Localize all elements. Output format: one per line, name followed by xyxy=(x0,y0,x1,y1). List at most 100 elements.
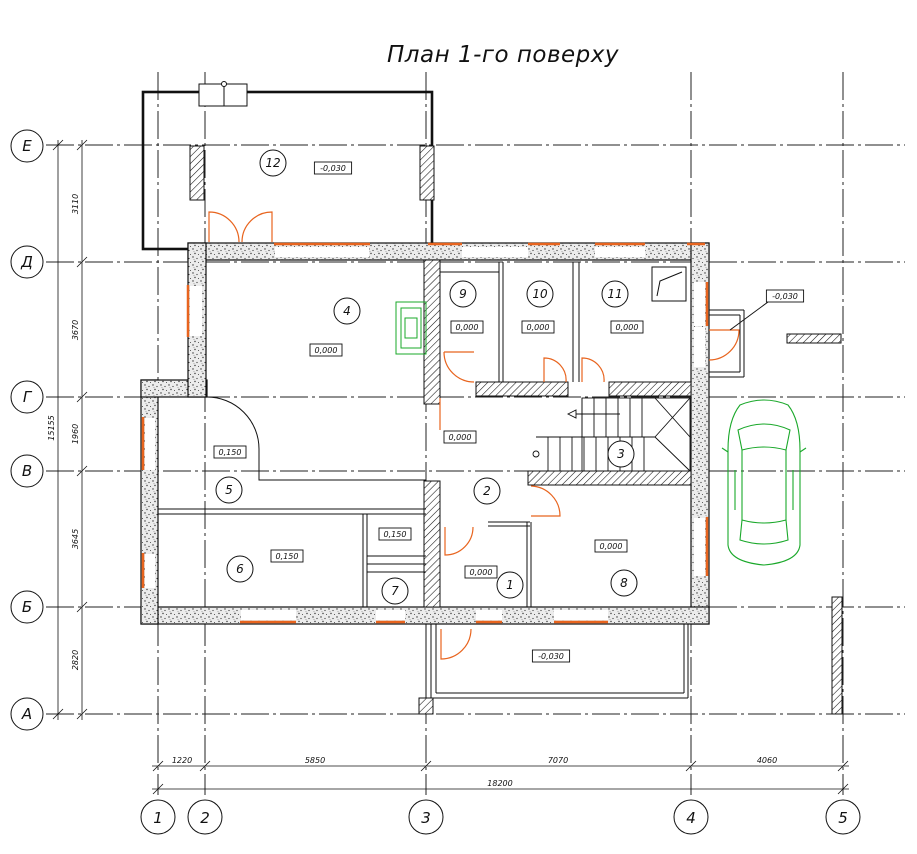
dim-d-g: 3670 xyxy=(71,320,80,340)
room-level-10: 0,000 xyxy=(521,320,555,334)
dim-1-2: 1220 xyxy=(172,756,192,765)
doors xyxy=(439,329,740,660)
axis-bubble-d: Д xyxy=(10,245,44,279)
axis-bubble-4: 4 xyxy=(673,799,709,835)
plan-title: План 1-го поверху xyxy=(387,42,619,68)
level-entrance-right: -0,030 xyxy=(765,289,805,303)
room-10: 10 0,000 xyxy=(521,280,555,334)
room-4: 4 0,000 xyxy=(309,297,361,357)
axis-bubble-a: А xyxy=(10,697,44,731)
garage-canopy xyxy=(141,81,435,251)
outer-walls xyxy=(140,242,710,625)
dim-2-3: 5850 xyxy=(305,756,325,765)
room-number: 9 xyxy=(459,287,467,301)
room-number: 4 xyxy=(343,304,351,318)
porch-bottom xyxy=(418,596,843,715)
svg-text:-0,030: -0,030 xyxy=(320,164,346,173)
svg-text:0,000: 0,000 xyxy=(449,433,472,442)
room-9: 9 0,000 xyxy=(449,280,484,334)
room-5: 5 0,150 xyxy=(213,445,247,504)
axis-bubble-v: В xyxy=(10,454,44,488)
room-6: 6 0,150 xyxy=(226,549,304,583)
room-level-8: 0,000 xyxy=(594,539,628,553)
room-level-12: -0,030 xyxy=(313,161,353,175)
axis-bubble-3: 3 xyxy=(408,799,444,835)
room-number: 7 xyxy=(391,584,399,598)
svg-text:0,000: 0,000 xyxy=(315,346,338,355)
porch-right xyxy=(709,301,842,378)
dim-horizontal-total: 18200 xyxy=(487,779,512,788)
room-12: 12 -0,030 xyxy=(259,149,353,177)
dim-v-b: 3645 xyxy=(71,529,80,549)
room-labels: 1 0,000 2 0,000 3 4 0,000 5 0,150 6 0,150 7 0,150 8 0,… xyxy=(213,149,805,663)
room-3: 3 xyxy=(607,440,635,468)
room-number: 3 xyxy=(617,447,625,461)
svg-text:0,000: 0,000 xyxy=(470,568,493,577)
svg-text:В: В xyxy=(22,462,32,480)
room-number: 12 xyxy=(265,156,280,170)
room-number: 8 xyxy=(620,576,628,590)
svg-text:1: 1 xyxy=(153,809,163,827)
room-level-2: 0,000 xyxy=(443,430,477,444)
svg-text:0,000: 0,000 xyxy=(616,323,639,332)
dim-e-d: 3110 xyxy=(71,194,80,214)
room-11: 11 0,000 xyxy=(601,280,644,334)
vertical-dimensions: 3110 3670 1960 3645 2820 15155 xyxy=(47,139,88,720)
dim-3-4: 7070 xyxy=(548,756,568,765)
dim-b-a: 2820 xyxy=(71,650,80,670)
svg-text:Г: Г xyxy=(23,388,33,406)
room-level-7: 0,150 xyxy=(378,527,412,541)
svg-text:0,000: 0,000 xyxy=(456,323,479,332)
axis-bubble-5: 5 xyxy=(825,799,861,835)
number-axis-bubbles: 1 2 3 4 5 xyxy=(140,799,861,835)
svg-text:-0,030: -0,030 xyxy=(538,652,564,661)
svg-text:4: 4 xyxy=(686,809,696,827)
room-7: 7 0,150 xyxy=(378,527,412,605)
svg-text:5: 5 xyxy=(838,809,848,827)
staircase xyxy=(532,397,691,472)
axis-bubble-b: Б xyxy=(10,590,44,624)
room-level-5: 0,150 xyxy=(213,445,247,459)
axis-bubble-2: 2 xyxy=(187,799,223,835)
svg-text:0,000: 0,000 xyxy=(527,323,550,332)
svg-text:0,150: 0,150 xyxy=(276,552,299,561)
svg-text:2: 2 xyxy=(200,809,210,827)
dim-4-5: 4060 xyxy=(757,756,777,765)
svg-text:Д: Д xyxy=(20,253,33,271)
room-number: 6 xyxy=(236,562,244,576)
axis-bubble-e: Е xyxy=(10,129,44,163)
room-level-11: 0,000 xyxy=(610,320,644,334)
axis-bubble-1: 1 xyxy=(140,799,176,835)
room-level-1: 0,000 xyxy=(464,565,498,579)
room-number: 2 xyxy=(483,484,491,498)
level-entrance-bottom: -0,030 xyxy=(531,649,571,663)
dim-vertical-total: 15155 xyxy=(47,415,56,440)
letter-axis-bubbles: Е Д Г В Б А xyxy=(10,129,44,731)
dim-g-v: 1960 xyxy=(71,424,80,444)
svg-text:0,150: 0,150 xyxy=(219,448,242,457)
room-number: 1 xyxy=(506,578,514,592)
room-level-9: 0,000 xyxy=(450,320,484,334)
svg-text:0,150: 0,150 xyxy=(384,530,407,539)
room-level-6: 0,150 xyxy=(270,549,304,563)
interior-walls xyxy=(158,259,692,608)
stove xyxy=(395,301,427,355)
room-number: 11 xyxy=(607,287,622,301)
room-number: 5 xyxy=(225,483,233,497)
svg-text:3: 3 xyxy=(421,809,431,827)
room-number: 10 xyxy=(532,287,548,301)
svg-text:0,000: 0,000 xyxy=(600,542,623,551)
room-level-4: 0,000 xyxy=(309,343,343,357)
room-1: 1 0,000 xyxy=(464,565,524,599)
boiler xyxy=(651,266,687,302)
axis-bubble-g: Г xyxy=(10,380,44,414)
svg-text:Б: Б xyxy=(22,598,32,616)
room-8: 8 0,000 xyxy=(594,539,638,597)
svg-text:-0,030: -0,030 xyxy=(772,292,798,301)
svg-text:Е: Е xyxy=(22,137,32,155)
svg-text:А: А xyxy=(21,705,32,723)
car-icon xyxy=(721,399,807,566)
room-2: 2 0,000 xyxy=(443,430,501,505)
horizontal-dimensions: 1220 5850 7070 4060 18200 xyxy=(152,756,849,795)
